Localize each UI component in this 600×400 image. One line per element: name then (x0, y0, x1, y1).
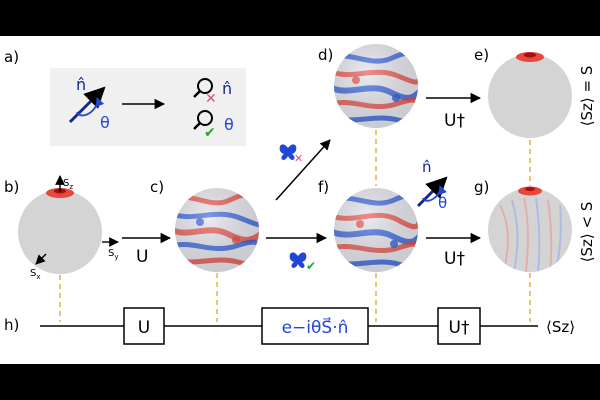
sy-axis-label: Sy (108, 248, 119, 261)
axis-arrow-icon (68, 86, 106, 124)
circuit-output-label: ⟨Sz⟩ (546, 318, 575, 336)
gate-rotation (261, 307, 369, 345)
gate-udag (437, 307, 481, 345)
magnifier-icon (197, 110, 213, 126)
legend-axis-label: n̂ (76, 75, 86, 94)
sz-axis-label: Sz (63, 178, 73, 191)
butterfly-icon (279, 144, 297, 160)
panel-label-h: h) (4, 316, 19, 334)
sx-axis-arrow (35, 253, 47, 265)
sx-axis-label: Sx (30, 268, 41, 281)
panel-label-d: d) (318, 46, 333, 64)
op-udag-mid-label: U† (444, 249, 465, 269)
panel-label-g: g) (474, 178, 489, 196)
bloch-sphere-b (18, 190, 102, 274)
op-udag-top-label: U† (444, 111, 465, 131)
cross-icon: ✕ (294, 152, 303, 165)
magnifier-icon (197, 78, 213, 94)
panel-label-b: b) (4, 178, 19, 196)
legend-angle-label: θ (100, 113, 110, 132)
op-u-label: U (136, 247, 148, 267)
gate-udag-label: U† (449, 318, 470, 338)
rotation-icon (422, 185, 447, 202)
cross-icon: ✕ (205, 91, 217, 107)
side-label-top: ⟨Sz⟩ = S (578, 66, 596, 127)
op-f-axis-label: n̂ (422, 158, 432, 176)
gate-rotation-label: e−iθS⃗·n̂ (282, 316, 349, 338)
legend-wrong-angle: θ (224, 115, 234, 134)
gate-u (123, 307, 165, 345)
panel-label-a: a) (4, 48, 19, 66)
gate-u-label: U (138, 318, 150, 338)
butterfly-icon (289, 252, 307, 268)
legend-box (50, 68, 246, 146)
sphere-g (488, 188, 572, 272)
panel-label-f: f) (318, 178, 329, 196)
panel-label-c: c) (150, 178, 164, 196)
side-label-bottom: ⟨Sz⟩ < S (578, 202, 596, 263)
legend-wrong-axis: n̂ (222, 79, 232, 98)
check-icon: ✔ (306, 259, 316, 273)
panel-label-e: e) (474, 46, 489, 64)
sphere-e (488, 54, 572, 138)
check-icon: ✔ (204, 125, 216, 141)
op-f-angle-label: θ (438, 194, 447, 212)
arrow-c-d (275, 139, 331, 201)
axis-arrow-icon (416, 176, 448, 208)
rotation-icon (76, 97, 105, 117)
